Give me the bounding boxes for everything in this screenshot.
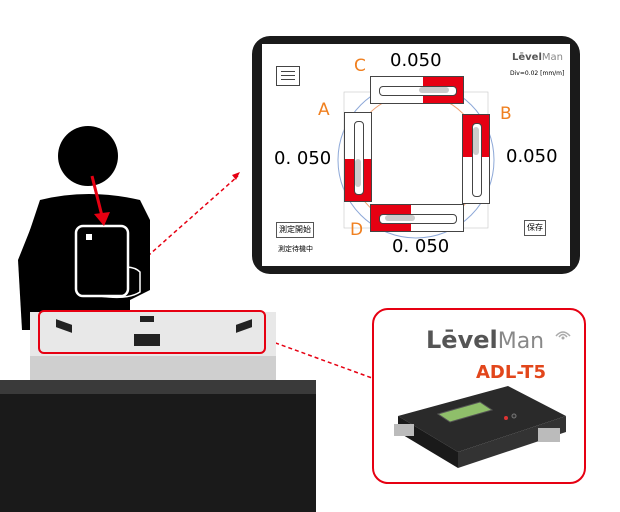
brand-man-text: Man — [541, 52, 563, 63]
sensor-block — [140, 316, 154, 322]
vial-d-label: D — [350, 220, 364, 240]
callout-brand-level: Lēvel — [426, 326, 498, 354]
division-readout: Div=0.02 [mm/m] — [510, 70, 565, 77]
surface-plate-side — [30, 352, 276, 380]
sensor-block — [134, 334, 160, 346]
vial-c-value: 0.050 — [390, 50, 442, 71]
save-button[interactable]: 保存 — [524, 220, 546, 236]
product-callout: LēvelMan ADL-T5 — [372, 308, 586, 484]
callout-brand-man: Man — [497, 329, 545, 354]
vial-a — [344, 112, 372, 202]
brand-level-text: Lēvel — [512, 52, 542, 63]
brand-logo: LēvelMan — [512, 52, 563, 63]
model-name: ADL-T5 — [476, 362, 546, 383]
vial-a-label: A — [318, 100, 330, 120]
vial-c-label: C — [354, 56, 366, 76]
vial-c — [370, 76, 464, 104]
status-text: 測定待機中 — [278, 245, 313, 253]
callout-brand: LēvelMan — [426, 326, 544, 354]
plate-highlight-box — [38, 310, 266, 354]
machine-stand — [0, 392, 316, 512]
machine-stand-top — [0, 380, 316, 394]
level-device-image — [394, 386, 566, 468]
hamburger-icon[interactable] — [276, 66, 300, 86]
vial-b — [462, 114, 490, 204]
start-measurement-button[interactable]: 測定開始 — [276, 222, 314, 238]
vial-d-value: 0. 050 — [392, 236, 450, 257]
wireless-signal-icon — [555, 331, 571, 340]
tablet-screen: LēvelMan Div=0.02 [mm/m] C 0.050 A 0. 05… — [262, 44, 570, 266]
vial-b-label: B — [500, 104, 512, 124]
vial-b-value: 0.050 — [506, 146, 558, 167]
vial-d — [370, 204, 464, 232]
vial-a-value: 0. 050 — [274, 148, 332, 169]
person-illustration — [18, 126, 150, 330]
